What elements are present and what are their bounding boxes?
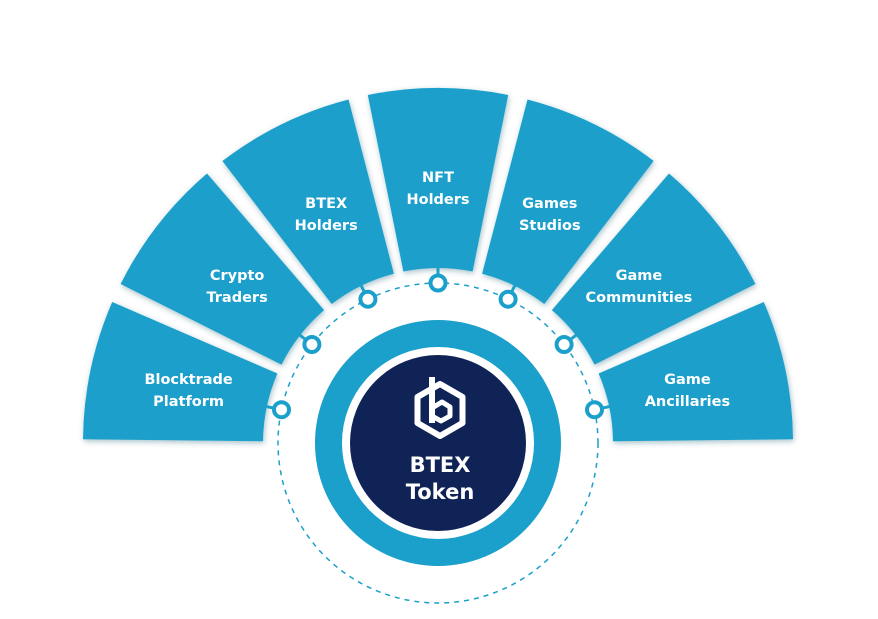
connector-dot-2 bbox=[358, 289, 378, 309]
center-label-line2: Token bbox=[406, 480, 475, 504]
segment-0-label-line1: Blocktrade bbox=[144, 372, 232, 388]
segment-6 bbox=[598, 302, 793, 442]
segment-3-label-line1: NFT bbox=[422, 170, 454, 186]
connector-dot-3 bbox=[428, 273, 448, 293]
segment-3 bbox=[367, 87, 509, 272]
segment-2-label-line1: BTEX bbox=[305, 196, 347, 212]
segment-2 bbox=[222, 99, 394, 304]
segment-0 bbox=[83, 302, 278, 442]
segment-0-label-line2: Platform bbox=[153, 394, 224, 410]
center-circle bbox=[342, 347, 534, 539]
segment-1 bbox=[120, 173, 325, 365]
segment-4 bbox=[482, 99, 654, 304]
connector-dot-6 bbox=[585, 400, 604, 420]
segment-3-label-line2: Holders bbox=[406, 192, 469, 208]
connector-dot-5 bbox=[554, 335, 574, 354]
segment-4-label-line2: Studios bbox=[519, 218, 581, 234]
segment-5-label-line1: Game bbox=[616, 268, 663, 284]
connector-dot-4 bbox=[498, 289, 518, 309]
connector-dot-1 bbox=[302, 335, 322, 354]
segment-1-label-line1: Crypto bbox=[210, 268, 265, 284]
connector-dot-0 bbox=[272, 400, 291, 420]
segment-5 bbox=[551, 173, 756, 365]
connectors-layer bbox=[262, 264, 614, 420]
segment-5-label-line2: Communities bbox=[585, 290, 692, 306]
hexagon-b-logo-icon bbox=[414, 377, 466, 439]
segment-4-label-line1: Games bbox=[522, 196, 577, 212]
segment-1-label-line2: Traders bbox=[206, 290, 267, 306]
segment-6-label-line2: Ancillaries bbox=[645, 394, 730, 410]
segment-6-label-line1: Game bbox=[664, 372, 711, 388]
segment-2-label-line2: Holders bbox=[295, 218, 358, 234]
center-label-line1: BTEX bbox=[410, 453, 471, 477]
